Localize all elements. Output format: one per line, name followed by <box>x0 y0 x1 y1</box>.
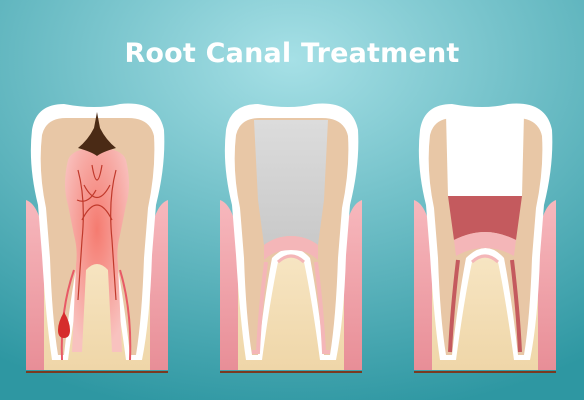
page-title: Root Canal Treatment <box>124 38 460 69</box>
infected-tooth <box>26 103 168 373</box>
gum-right <box>538 200 556 370</box>
canal-filling <box>448 196 522 240</box>
furcation-pulp <box>276 254 306 264</box>
decay <box>78 112 116 156</box>
pulp-remnant <box>264 236 318 260</box>
abscess <box>58 312 70 338</box>
gum-right <box>344 200 362 370</box>
canal-seal <box>454 232 516 256</box>
canal-right <box>314 261 330 354</box>
furcation-pulp <box>470 254 500 264</box>
filled-canal-left <box>448 259 460 353</box>
infected-pulp <box>65 148 129 352</box>
gum-left <box>26 200 44 370</box>
gum-right <box>150 200 168 370</box>
canal-left <box>252 261 268 354</box>
cleaned-tooth <box>220 103 362 373</box>
crown-filling <box>446 114 524 196</box>
pulp-nerves <box>76 164 117 301</box>
gum-left <box>414 200 432 370</box>
root-nerve-right <box>119 269 132 361</box>
cleaned-chamber <box>254 120 328 245</box>
gum-left <box>220 200 238 370</box>
filled-canal-right <box>510 259 522 353</box>
filled-tooth <box>414 103 556 373</box>
